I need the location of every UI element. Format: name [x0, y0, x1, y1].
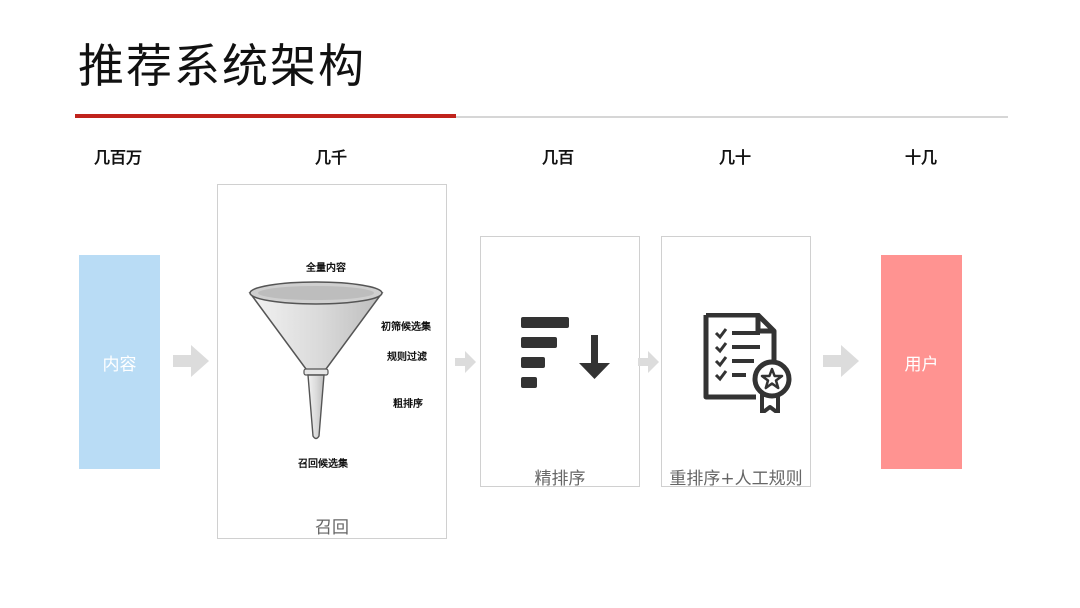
title-underline-rule [456, 116, 1008, 118]
right-arrow-icon [823, 345, 859, 377]
certificate-checklist-icon [703, 313, 792, 413]
scale-label-hundreds: 几百 [542, 148, 575, 167]
funnel-step-label: 粗排序 [393, 399, 423, 410]
recall-box: 全量内容 初筛候选集 规则过滤 粗排序 召回候选集 召回 [217, 184, 447, 539]
scale-label-thousands: 几千 [315, 148, 348, 167]
slide-title: 推荐系统架构 [78, 39, 366, 93]
rerank-box: 重排序+人工规则 [661, 236, 811, 489]
funnel-bottom-label: 召回候选集 [298, 459, 348, 470]
scale-label-teens: 十几 [905, 148, 938, 167]
funnel-step-label: 初筛候选集 [381, 322, 431, 333]
funnel-icon [248, 281, 384, 440]
right-arrow-icon [455, 351, 476, 373]
rerank-box-label: 重排序+人工规则 [669, 469, 803, 489]
user-box-label: 用户 [904, 354, 939, 375]
right-arrow-icon [173, 345, 209, 377]
funnel-top-label: 全量内容 [306, 263, 346, 274]
sort-descending-icon [521, 317, 610, 388]
content-box: 内容 [79, 255, 160, 469]
user-box: 用户 [881, 255, 962, 469]
fine-rank-box: 精排序 [480, 236, 640, 489]
fine-rank-box-label: 精排序 [534, 469, 586, 489]
content-box-label: 内容 [102, 354, 137, 375]
right-arrow-icon [638, 351, 659, 373]
scale-label-tens: 几十 [719, 148, 752, 167]
funnel-step-label: 规则过滤 [387, 352, 427, 363]
recall-box-label: 召回 [315, 518, 349, 538]
title-underline-accent [75, 114, 456, 118]
scale-label-millions: 几百万 [94, 148, 143, 167]
